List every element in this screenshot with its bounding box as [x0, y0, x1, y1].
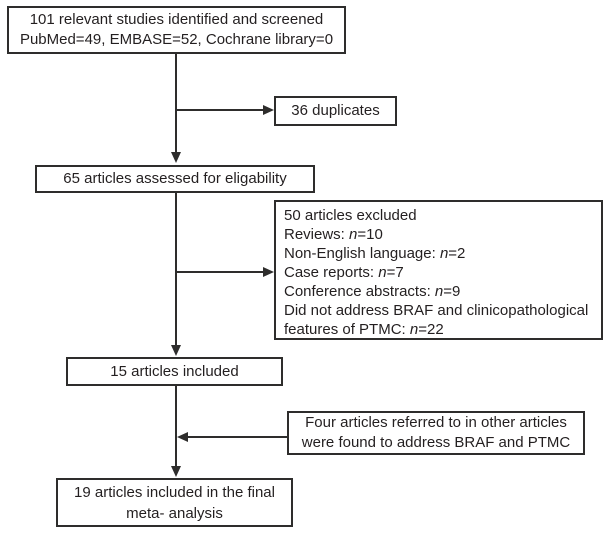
- box-excluded: 50 articles excluded Reviews: n=10 Non-E…: [274, 200, 603, 340]
- eligibility-label: 65 articles assessed for eligability: [63, 170, 287, 187]
- referred-line-1: Four articles referred to in other artic…: [305, 414, 567, 431]
- referred-line-2: were found to address BRAF and PTMC: [301, 434, 571, 451]
- excluded-line: 50 articles excluded: [284, 207, 417, 224]
- arrowhead-down-included-icon: [171, 345, 181, 356]
- connector-from-referred: [188, 436, 287, 438]
- excluded-line: Reviews: n=10: [284, 226, 383, 243]
- arrowhead-left-referred-icon: [177, 432, 188, 442]
- arrowhead-right-excluded-icon: [263, 267, 274, 277]
- connector-eligibility-to-included: [175, 193, 177, 346]
- connector-identified-to-eligibility: [175, 54, 177, 153]
- included-label: 15 articles included: [110, 362, 239, 380]
- box-duplicates: 36 duplicates: [274, 96, 397, 126]
- box-eligibility: 65 articles assessed for eligability: [35, 165, 315, 193]
- connector-included-to-final: [175, 386, 177, 467]
- identified-line-1: 101 relevant studies identified and scre…: [29, 11, 324, 28]
- box-final-included: 19 articles included in the final meta- …: [56, 478, 293, 527]
- box-referred-articles: Four articles referred to in other artic…: [287, 411, 585, 455]
- duplicates-label: 36 duplicates: [291, 102, 380, 119]
- box-identified-screened: 101 relevant studies identified and scre…: [7, 6, 346, 54]
- excluded-line: Conference abstracts: n=9: [284, 283, 461, 300]
- excluded-line: Non-English language: n=2: [284, 245, 466, 262]
- identified-line-2: PubMed=49, EMBASE=52, Cochrane library=0: [19, 31, 334, 48]
- excluded-line: Did not address BRAF and clinicopatholog…: [284, 302, 589, 338]
- final-line-1: 19 articles included in the final: [74, 483, 275, 501]
- connector-to-excluded: [176, 271, 263, 273]
- connector-to-duplicates: [176, 109, 263, 111]
- box-included: 15 articles included: [66, 357, 283, 386]
- arrowhead-down-eligibility-icon: [171, 152, 181, 163]
- arrowhead-right-duplicates-icon: [263, 105, 274, 115]
- excluded-line: Case reports: n=7: [284, 264, 404, 281]
- final-line-2: meta- analysis: [126, 504, 223, 522]
- arrowhead-down-final-icon: [171, 466, 181, 477]
